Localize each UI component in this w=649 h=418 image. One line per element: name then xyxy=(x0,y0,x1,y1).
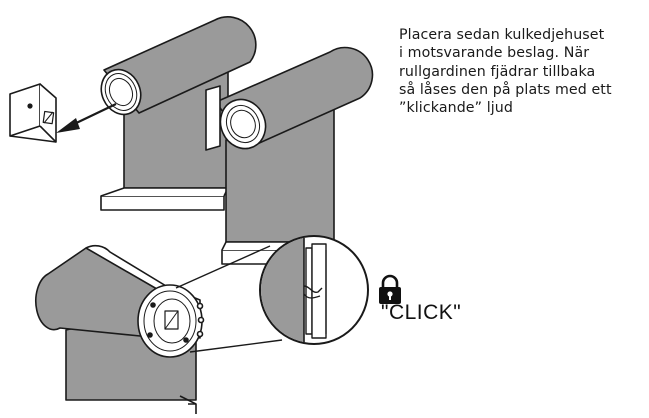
bottom-rail-left xyxy=(100,195,225,211)
zoom-connector xyxy=(175,245,283,353)
roller-blind-right xyxy=(205,46,374,265)
roller-tube-left xyxy=(103,16,257,114)
instruction-text: Placera sedan kulkedjehuset i motsvarand… xyxy=(399,27,612,117)
zoom-detail xyxy=(259,235,369,345)
direction-arrow xyxy=(56,103,117,133)
roller-blind-left xyxy=(100,16,257,211)
click-sound-label: "CLICK" xyxy=(381,301,462,324)
roller-endcap-left xyxy=(100,68,142,116)
wall-bracket-top xyxy=(9,83,57,143)
roller-blind-bottom xyxy=(35,244,205,414)
padlock-icon xyxy=(379,274,401,304)
